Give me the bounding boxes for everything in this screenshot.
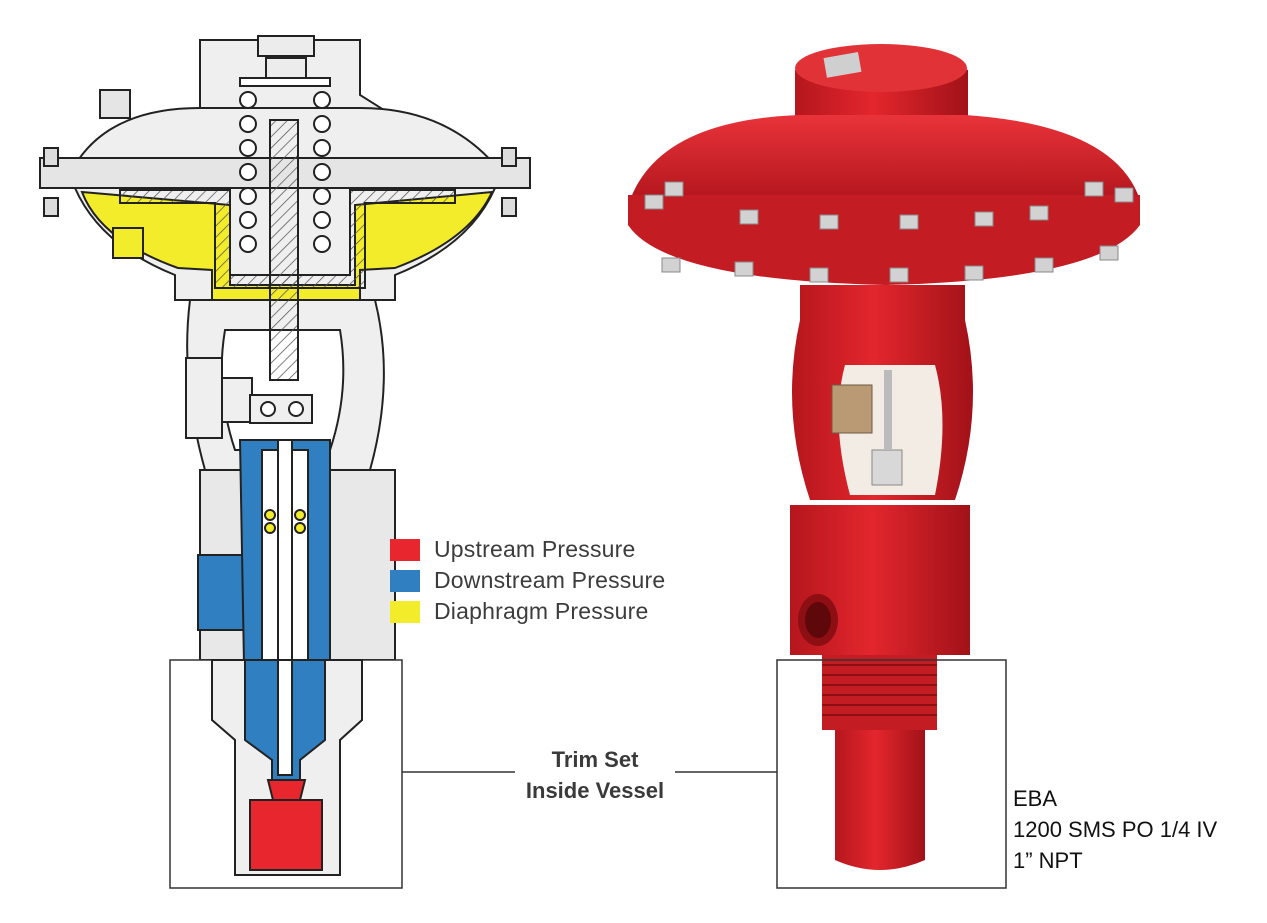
model-line1: EBA: [1013, 786, 1058, 811]
model-label: EBA 1200 SMS PO 1/4 IV 1” NPT: [1013, 783, 1217, 876]
legend-item-diaphragm: Diaphragm Pressure: [390, 596, 665, 627]
legend: Upstream Pressure Downstream Pressure Di…: [390, 534, 665, 627]
legend-swatch: [390, 538, 420, 561]
diaphragm-chamber: [80, 190, 494, 301]
legend-label: Upstream Pressure: [434, 536, 636, 562]
callout-line2: Inside Vessel: [525, 778, 665, 803]
valve-stem: [269, 119, 299, 381]
spring: [239, 77, 331, 253]
model-line3: 1” NPT: [1013, 848, 1083, 873]
legend-label: Downstream Pressure: [434, 567, 666, 593]
trim-set-callout: Trim Set Inside Vessel: [505, 744, 685, 806]
legend-swatch: [390, 569, 420, 592]
model-line2: 1200 SMS PO 1/4 IV: [1013, 817, 1218, 842]
legend-label: Diaphragm Pressure: [434, 598, 649, 624]
legend-swatch: [390, 600, 420, 623]
nozzle: [211, 659, 363, 876]
diaphragm-plate: [119, 189, 456, 289]
diaphragm-port: [112, 227, 144, 259]
trim-set-box-render: [776, 659, 1007, 889]
callout-line1: Trim Set: [551, 747, 639, 772]
travel-indicator: [185, 357, 313, 439]
valve-render: [628, 44, 1140, 870]
legend-item-upstream: Upstream Pressure: [390, 534, 665, 565]
legend-item-downstream: Downstream Pressure: [390, 565, 665, 596]
